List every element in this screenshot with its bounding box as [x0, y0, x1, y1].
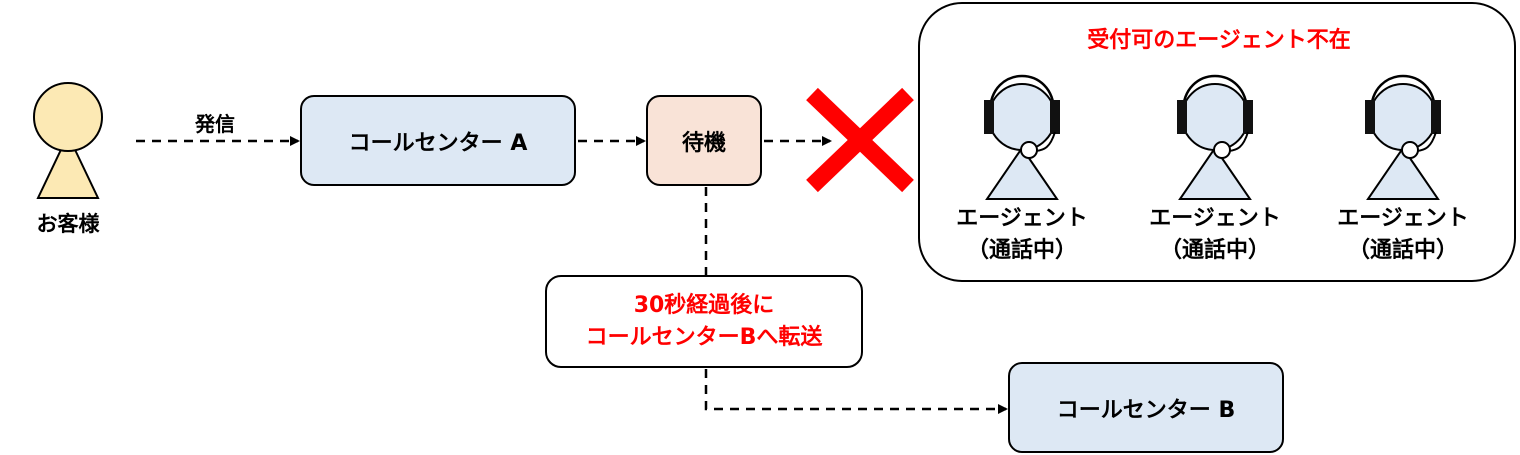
agent-group-container: 受付可のエージェント不在: [918, 2, 1516, 282]
call-center-b-node: コールセンター B: [1008, 362, 1284, 453]
call-edge-label: 発信: [195, 112, 235, 136]
agent-3-status: （通話中）: [1347, 238, 1458, 263]
agent-3-headset-icon: [1365, 74, 1441, 200]
transfer-arrow: [704, 369, 1008, 414]
customer-label: お客様: [36, 212, 100, 236]
cross-icon: [806, 87, 914, 193]
agent-3-label: エージェント （通話中）: [1318, 203, 1488, 267]
transfer-note-line2: コールセンターBへ転送: [585, 324, 823, 350]
agent-1-name: エージェント: [956, 206, 1088, 231]
agent-group-title: 受付可のエージェント不在: [1087, 28, 1351, 53]
agent-1-label: エージェント （通話中）: [937, 203, 1107, 267]
agent-2-status: （通話中）: [1159, 238, 1270, 263]
call-center-b-label: コールセンター B: [1056, 397, 1236, 423]
transfer-note: 30秒経過後に コールセンターBへ転送: [545, 275, 863, 368]
agent-1-headset-icon: [984, 74, 1060, 200]
transfer-note-line1: 30秒経過後に: [633, 292, 775, 318]
wait-label: 待機: [681, 130, 726, 156]
agent-2-label: エージェント （通話中）: [1130, 203, 1300, 267]
wait-node: 待機: [646, 95, 762, 186]
call-center-a-label: コールセンター A: [348, 130, 528, 156]
agent-2-name: エージェント: [1149, 206, 1281, 231]
customer-person-icon: [33, 82, 103, 199]
call-center-a-node: コールセンター A: [300, 95, 576, 186]
agent-2-headset-icon: [1177, 74, 1253, 200]
agent-3-name: エージェント: [1337, 206, 1469, 231]
agent-1-status: （通話中）: [966, 238, 1077, 263]
